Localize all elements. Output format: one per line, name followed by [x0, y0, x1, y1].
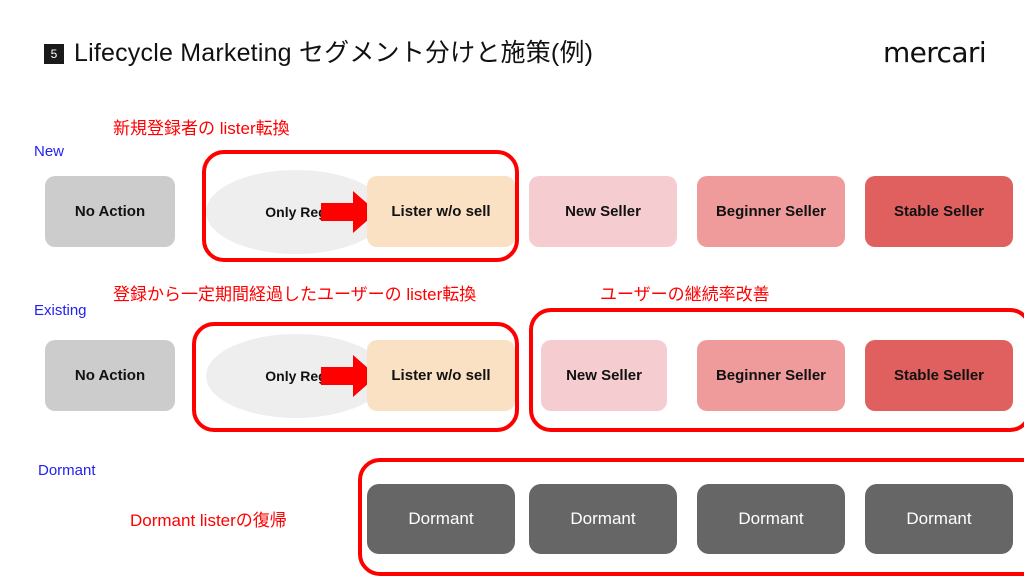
slide-header: 5 Lifecycle Marketing セグメント分けと施策(例) merc…	[0, 0, 1024, 92]
cell-new-new-seller[interactable]: New Seller	[529, 176, 677, 247]
cell-dormant-2[interactable]: Dormant	[529, 484, 677, 554]
slide-number-badge: 5	[44, 44, 64, 64]
cell-new-stable-seller[interactable]: Stable Seller	[865, 176, 1013, 247]
cell-existing-stable-seller[interactable]: Stable Seller	[865, 340, 1013, 411]
annotation-existing-lister-conversion: 登録から一定期間経過したユーザーの lister転換	[113, 285, 477, 304]
cell-new-no-action[interactable]: No Action	[45, 176, 175, 247]
annotation-new-lister-conversion: 新規登録者の lister転換	[113, 119, 290, 138]
arrow-icon-new-conversion	[321, 189, 377, 235]
page-title: Lifecycle Marketing セグメント分けと施策(例)	[74, 39, 594, 67]
mercari-logo: mercari	[882, 36, 987, 69]
annotation-dormant-reactivation: Dormant listerの復帰	[130, 511, 287, 530]
cell-dormant-3[interactable]: Dormant	[697, 484, 845, 554]
cell-new-lister-wo-sell[interactable]: Lister w/o sell	[367, 176, 515, 247]
cell-new-beginner-seller[interactable]: Beginner Seller	[697, 176, 845, 247]
cell-existing-no-action[interactable]: No Action	[45, 340, 175, 411]
row-label-dormant: Dormant	[38, 462, 96, 479]
annotation-retention-improvement: ユーザーの継続率改善	[600, 285, 770, 304]
row-label-new: New	[34, 143, 65, 160]
cell-existing-new-seller[interactable]: New Seller	[541, 340, 667, 411]
cell-dormant-4[interactable]: Dormant	[865, 484, 1013, 554]
arrow-icon-existing-conversion	[321, 353, 377, 399]
cell-existing-beginner-seller[interactable]: Beginner Seller	[697, 340, 845, 411]
cell-existing-lister-wo-sell[interactable]: Lister w/o sell	[367, 340, 515, 411]
cell-dormant-1[interactable]: Dormant	[367, 484, 515, 554]
row-label-existing: Existing	[34, 302, 87, 319]
